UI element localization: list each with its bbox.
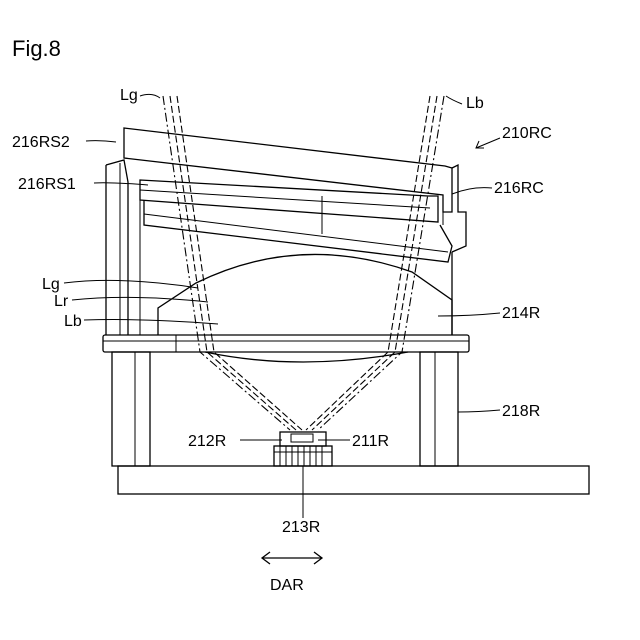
label-lb-mid: Lb [64, 313, 82, 330]
label-214r: 214R [502, 305, 540, 322]
label-210rc: 210RC [502, 125, 552, 142]
label-lr-mid: Lr [54, 293, 69, 310]
holder-legs [112, 352, 458, 466]
cover-frame [106, 128, 466, 335]
label-lg-mid: Lg [42, 276, 60, 293]
label-216rs2: 216RS2 [12, 134, 70, 151]
label-dar: DAR [270, 577, 304, 594]
label-213r: 213R [282, 519, 320, 536]
label-212r: 212R [188, 433, 226, 450]
label-216rc: 216RC [494, 180, 544, 197]
label-216rs1: 216RS1 [18, 176, 76, 193]
label-218r: 218R [502, 403, 540, 420]
base-plate [118, 466, 589, 494]
direction-arrow [262, 552, 322, 564]
label-211r: 211R [352, 433, 389, 450]
emitter-unit [274, 432, 332, 466]
light-path-right [306, 96, 444, 430]
support-plate [103, 335, 469, 352]
figure-title: Fig.8 [12, 36, 61, 61]
label-lg-top: Lg [120, 87, 138, 104]
label-lb-top: Lb [466, 95, 484, 112]
